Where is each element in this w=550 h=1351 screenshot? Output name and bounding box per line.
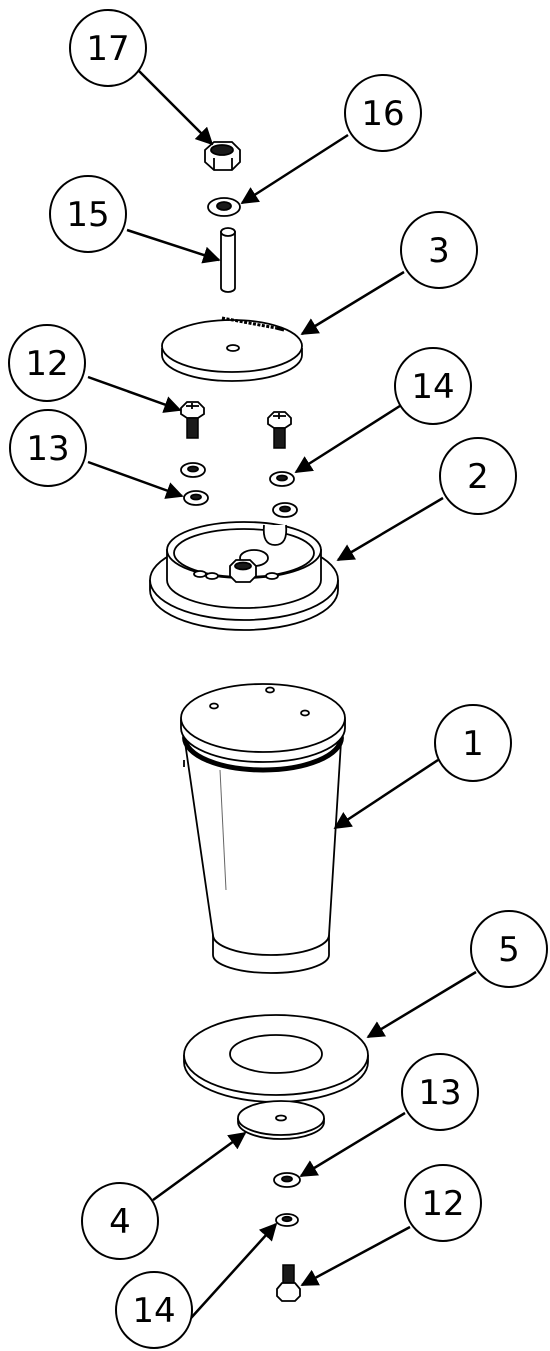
callout-4: 4 — [81, 1182, 159, 1260]
callout-14-top-label: 14 — [411, 367, 454, 407]
callout-2-label: 2 — [467, 457, 489, 497]
callout-3: 3 — [400, 211, 478, 289]
leader-1 — [333, 758, 439, 830]
part-13-washer-top-left — [183, 490, 209, 506]
callout-17: 17 — [69, 9, 147, 87]
callout-4-label: 4 — [109, 1202, 131, 1242]
callout-12-bottom-label: 12 — [421, 1184, 464, 1224]
leader-15 — [126, 228, 221, 264]
part-16-washer — [207, 197, 241, 217]
callout-1: 1 — [434, 704, 512, 782]
leader-5 — [366, 970, 477, 1039]
callout-12-top-label: 12 — [25, 344, 68, 384]
part-12-bolt-top-right — [267, 411, 292, 449]
part-14-washer-bottom — [275, 1213, 299, 1227]
leader-12-top — [87, 375, 182, 413]
leader-4 — [152, 1131, 247, 1202]
callout-1-label: 1 — [462, 724, 484, 764]
part-1-tapered-body — [180, 683, 346, 974]
leader-3 — [300, 270, 405, 336]
part-14-washer-top-right — [269, 471, 295, 487]
part-4-disc — [237, 1100, 325, 1140]
callout-16-label: 16 — [361, 94, 404, 134]
callout-13-bottom-label: 13 — [418, 1073, 461, 1113]
part-3-top-plate — [161, 316, 303, 382]
callout-12-top: 12 — [8, 324, 86, 402]
part-15-pin — [220, 227, 236, 293]
callout-16: 16 — [344, 74, 422, 152]
part-12-bolt-top-left — [180, 401, 205, 439]
leader-16 — [240, 133, 349, 205]
callout-17-label: 17 — [86, 29, 129, 69]
callout-15-label: 15 — [66, 195, 109, 235]
callout-5-label: 5 — [498, 930, 520, 970]
callout-14-top: 14 — [394, 347, 472, 425]
callout-5: 5 — [470, 910, 548, 988]
part-5-ring — [183, 760, 369, 1103]
callout-13-top-label: 13 — [26, 429, 69, 469]
leader-12-bottom — [300, 1225, 411, 1287]
part-14-washer-top-left — [180, 462, 206, 478]
callout-15: 15 — [49, 175, 127, 253]
callout-12-bottom: 12 — [404, 1164, 482, 1242]
part-12-bolt-bottom — [276, 1264, 301, 1302]
part-13-washer-top-right — [272, 502, 298, 518]
leader-17 — [137, 69, 214, 146]
part-17-hex-nut — [204, 141, 241, 171]
leader-2 — [336, 496, 444, 562]
part-13-washer-bottom — [273, 1172, 301, 1188]
callout-13-top: 13 — [9, 409, 87, 487]
callout-2: 2 — [439, 437, 517, 515]
leader-14-top — [294, 402, 404, 474]
callout-13-bottom: 13 — [401, 1053, 479, 1131]
part-2-base-cup — [149, 521, 339, 631]
leader-13-bottom — [299, 1111, 406, 1178]
callout-3-label: 3 — [428, 231, 450, 271]
leader-13-top — [87, 460, 184, 499]
callout-14-bottom: 14 — [115, 1271, 193, 1349]
callout-14-bottom-label: 14 — [132, 1291, 175, 1331]
leader-14-bottom — [190, 1222, 278, 1319]
